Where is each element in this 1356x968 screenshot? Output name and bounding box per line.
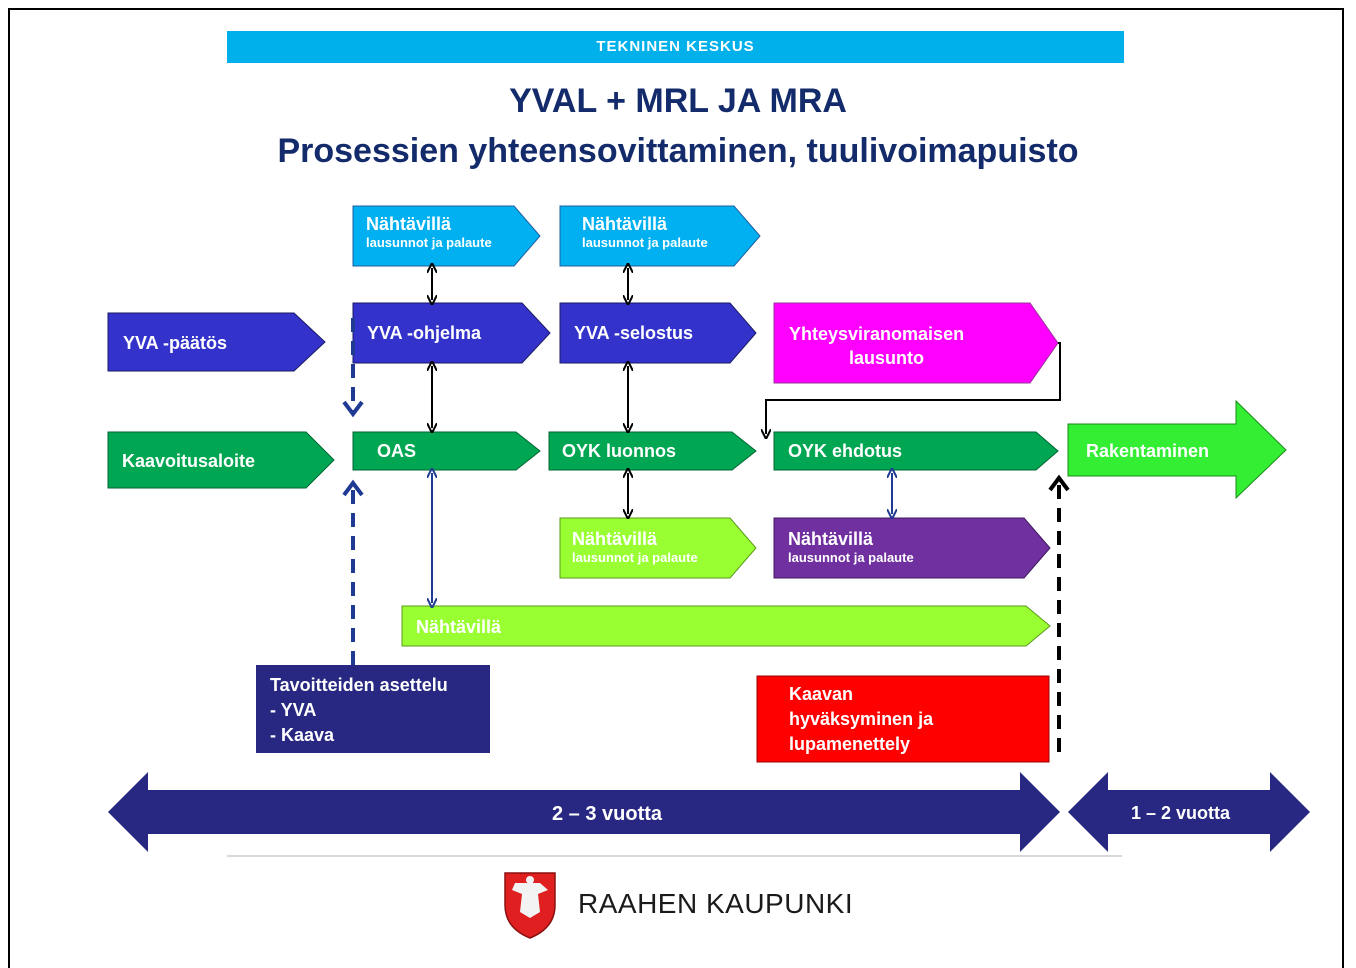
rakentaminen-label: Rakentaminen <box>1086 441 1210 461</box>
yva-selostus-label: YVA -selostus <box>574 323 694 343</box>
tavoitteet-label: Tavoitteiden asettelu - YVA - Kaava <box>270 675 448 745</box>
yva-paatos-shape <box>107 312 326 372</box>
kaavan-box <box>756 675 1050 763</box>
dashed-arrowhead-down <box>342 400 364 418</box>
header-banner: TEKNINEN KESKUS <box>227 31 1124 63</box>
oas-label: OAS <box>377 441 417 461</box>
nahtavilla-1-label: Nähtävillä lausunnot ja palaute <box>366 214 492 250</box>
coat-of-arms-icon <box>504 872 556 939</box>
nahtavilla-2-shape <box>559 205 761 267</box>
oyk-luonnos-shape <box>548 431 757 471</box>
oyk-ehdotus-shape <box>773 431 1059 471</box>
nahtavilla-long-label: Nähtävillä <box>416 617 502 637</box>
yhteysviranomainen-shape <box>773 302 1059 384</box>
yva-paatos-label: YVA -päätös <box>123 333 228 353</box>
timeline-arrow-1 <box>108 772 1060 852</box>
yhteysviranomainen-label: Yhteysviranomaisen lausunto <box>789 324 965 368</box>
yva-ohjelma-label: YVA -ohjelma <box>367 323 482 343</box>
dashed-arrowhead-up-black <box>1048 474 1070 492</box>
dashed-arrowhead-up <box>342 479 364 497</box>
timeline-span-2-label: 1 – 2 vuotta <box>1131 803 1231 823</box>
connector-lausunto-oyk-ehdotus <box>766 342 1061 434</box>
nahtavilla-1-sublabel: lausunnot ja palaute <box>366 235 492 250</box>
yva-selostus-shape <box>559 302 757 364</box>
footer-logo-text: RAAHEN KAUPUNKI <box>578 888 854 919</box>
oyk-luonnos-label: OYK luonnos <box>562 441 676 461</box>
nahtavilla-1-shape <box>352 205 541 267</box>
tavoitteet-box <box>256 665 490 753</box>
nahtavilla-2-label: Nähtävillä lausunnot ja palaute <box>582 214 708 250</box>
oyk-ehdotus-label: OYK ehdotus <box>788 441 903 461</box>
nahtavilla-4-label: Nähtävillä lausunnot ja palaute <box>788 529 914 565</box>
timeline-arrow-2 <box>1068 772 1310 852</box>
oas-shape <box>352 431 541 471</box>
slide-frame <box>8 8 1344 968</box>
process-diagram <box>107 205 1310 939</box>
title-line-1: YVAL + MRL JA MRA <box>509 82 847 120</box>
kaavoitusaloite-label: Kaavoitusaloite <box>122 451 256 471</box>
kaavoitusaloite-shape <box>107 431 335 489</box>
nahtavilla-2-sublabel: lausunnot ja palaute <box>582 235 708 250</box>
title-line-2: Prosessien yhteensovittaminen, tuulivoim… <box>277 132 1079 170</box>
nahtavilla-4-shape <box>773 517 1051 579</box>
nahtavilla-3-label: Nähtävillä lausunnot ja palaute <box>572 529 698 565</box>
nahtavilla-long-shape <box>401 605 1051 647</box>
nahtavilla-4-sublabel: lausunnot ja palaute <box>788 550 914 565</box>
nahtavilla-3-sublabel: lausunnot ja palaute <box>572 550 698 565</box>
kaavan-label: Kaavan hyväksyminen ja lupamenettely <box>789 684 934 754</box>
footer-divider <box>227 855 1122 857</box>
timeline-span-1-label: 2 – 3 vuotta <box>552 803 663 825</box>
nahtavilla-3-shape <box>559 517 757 579</box>
rakentaminen-shape <box>1067 399 1287 500</box>
